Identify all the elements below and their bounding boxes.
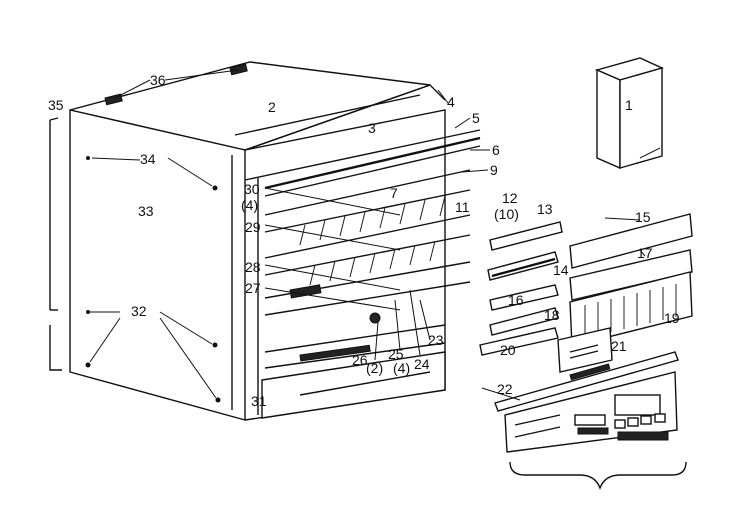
callout-19: 19 — [664, 310, 680, 326]
callout-5: 5 — [472, 110, 480, 126]
callout-35: 35 — [48, 97, 64, 113]
callout-31: 31 — [251, 393, 267, 409]
callout-15: 15 — [635, 209, 651, 225]
callout-17: 17 — [637, 245, 653, 261]
callout-9: 9 — [490, 162, 498, 178]
callout-28: 28 — [245, 259, 261, 275]
callout-18: 18 — [544, 307, 560, 323]
callout-27: 27 — [245, 280, 261, 296]
callout-4-qty-b: (4) — [393, 360, 410, 376]
callout-10: (10) — [494, 206, 519, 222]
callout-24: 24 — [414, 356, 430, 372]
callout-11: 11 — [455, 199, 470, 215]
callout-14: 14 — [553, 262, 569, 278]
callout-1: 1 — [625, 97, 633, 113]
callout-2-qty: (2) — [366, 360, 383, 376]
callout-34: 34 — [140, 151, 156, 167]
callout-12: 12 — [502, 190, 518, 206]
callout-2: 2 — [268, 99, 276, 115]
part-1-box — [594, 57, 665, 170]
callout-26: 26 — [352, 352, 368, 368]
callout-30: 30 — [244, 181, 260, 197]
callout-29: 29 — [245, 219, 261, 235]
callout-16: 16 — [508, 292, 524, 308]
callout-21: 21 — [611, 338, 627, 354]
callout-7: 7 — [390, 185, 398, 201]
callout-32: 32 — [131, 303, 147, 319]
callout-23: 23 — [428, 332, 444, 348]
callout-36: 36 — [150, 72, 166, 88]
callout-13: 13 — [537, 201, 553, 217]
callout-4: 4 — [447, 94, 455, 110]
callout-33: 33 — [138, 203, 154, 219]
callout-6: 6 — [492, 142, 500, 158]
callout-labels: 1 2 3 4 5 6 9 7 11 12 (10) 13 14 15 16 1… — [48, 72, 680, 409]
cabinet-body — [49, 61, 481, 421]
leader-lines — [89, 69, 646, 401]
callout-4-qty-c: (4) — [241, 197, 258, 213]
callout-3: 3 — [368, 120, 376, 136]
callout-25: 25 — [388, 346, 404, 362]
callout-20: 20 — [500, 342, 516, 358]
exploded-panels — [479, 213, 693, 490]
callout-22: 22 — [497, 381, 513, 397]
